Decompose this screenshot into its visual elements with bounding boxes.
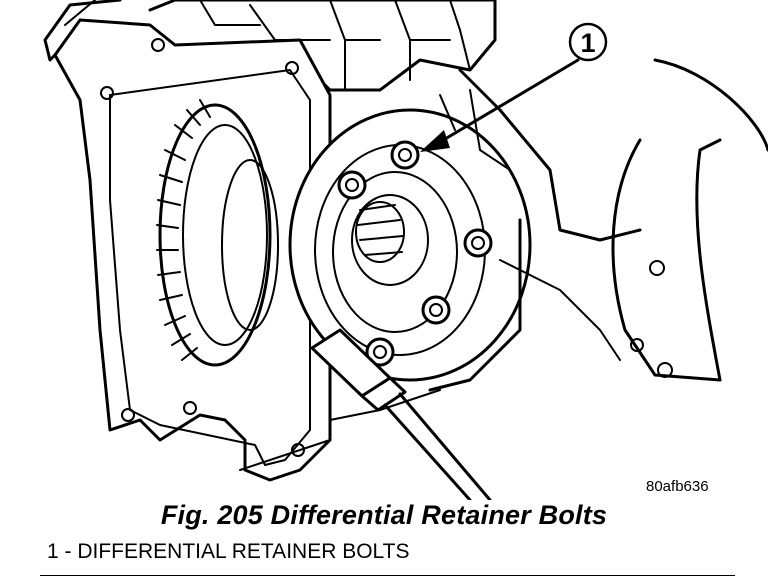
case-flange [43, 0, 332, 482]
callout-arrowhead [420, 130, 450, 152]
retainer-bolt [365, 337, 395, 367]
retainer-bolt [463, 228, 493, 258]
transaxle-housing [239, 58, 768, 471]
callout-number: 1 [580, 28, 595, 58]
differential-illustration: 1 [43, 0, 768, 500]
retainer-bolt [390, 140, 420, 170]
retainer-bolt [421, 295, 451, 325]
figure-caption: Fig. 205 Differential Retainer Bolts [160, 500, 608, 530]
callout-1: 1 [420, 22, 608, 152]
legend-item: 1 - DIFFERENTIAL RETAINER BOLTS [47, 540, 410, 563]
retainer-bolts [337, 140, 493, 367]
legend-divider [40, 575, 735, 576]
callout-arrow-line [438, 58, 580, 144]
callout-circle [568, 22, 608, 62]
figure-id: 80afb636 [646, 478, 709, 495]
ring-gear [156, 99, 279, 367]
socket-wrench [310, 328, 492, 500]
retainer-bolt [337, 170, 367, 200]
